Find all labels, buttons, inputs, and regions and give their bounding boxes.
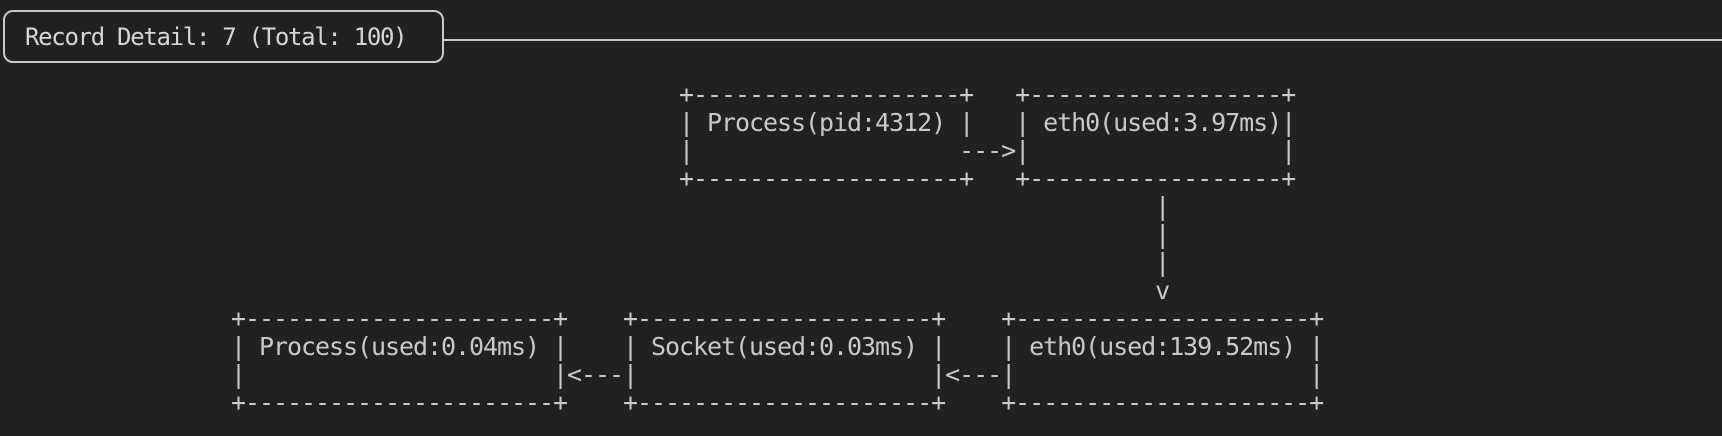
ascii-flow-diagram: +-------------------+ +-----------------… bbox=[231, 80, 1324, 417]
header-rule bbox=[442, 39, 1722, 41]
page-title: Record Detail: 7 (Total: 100) bbox=[25, 22, 408, 51]
record-detail-tab: Record Detail: 7 (Total: 100) bbox=[3, 10, 444, 63]
